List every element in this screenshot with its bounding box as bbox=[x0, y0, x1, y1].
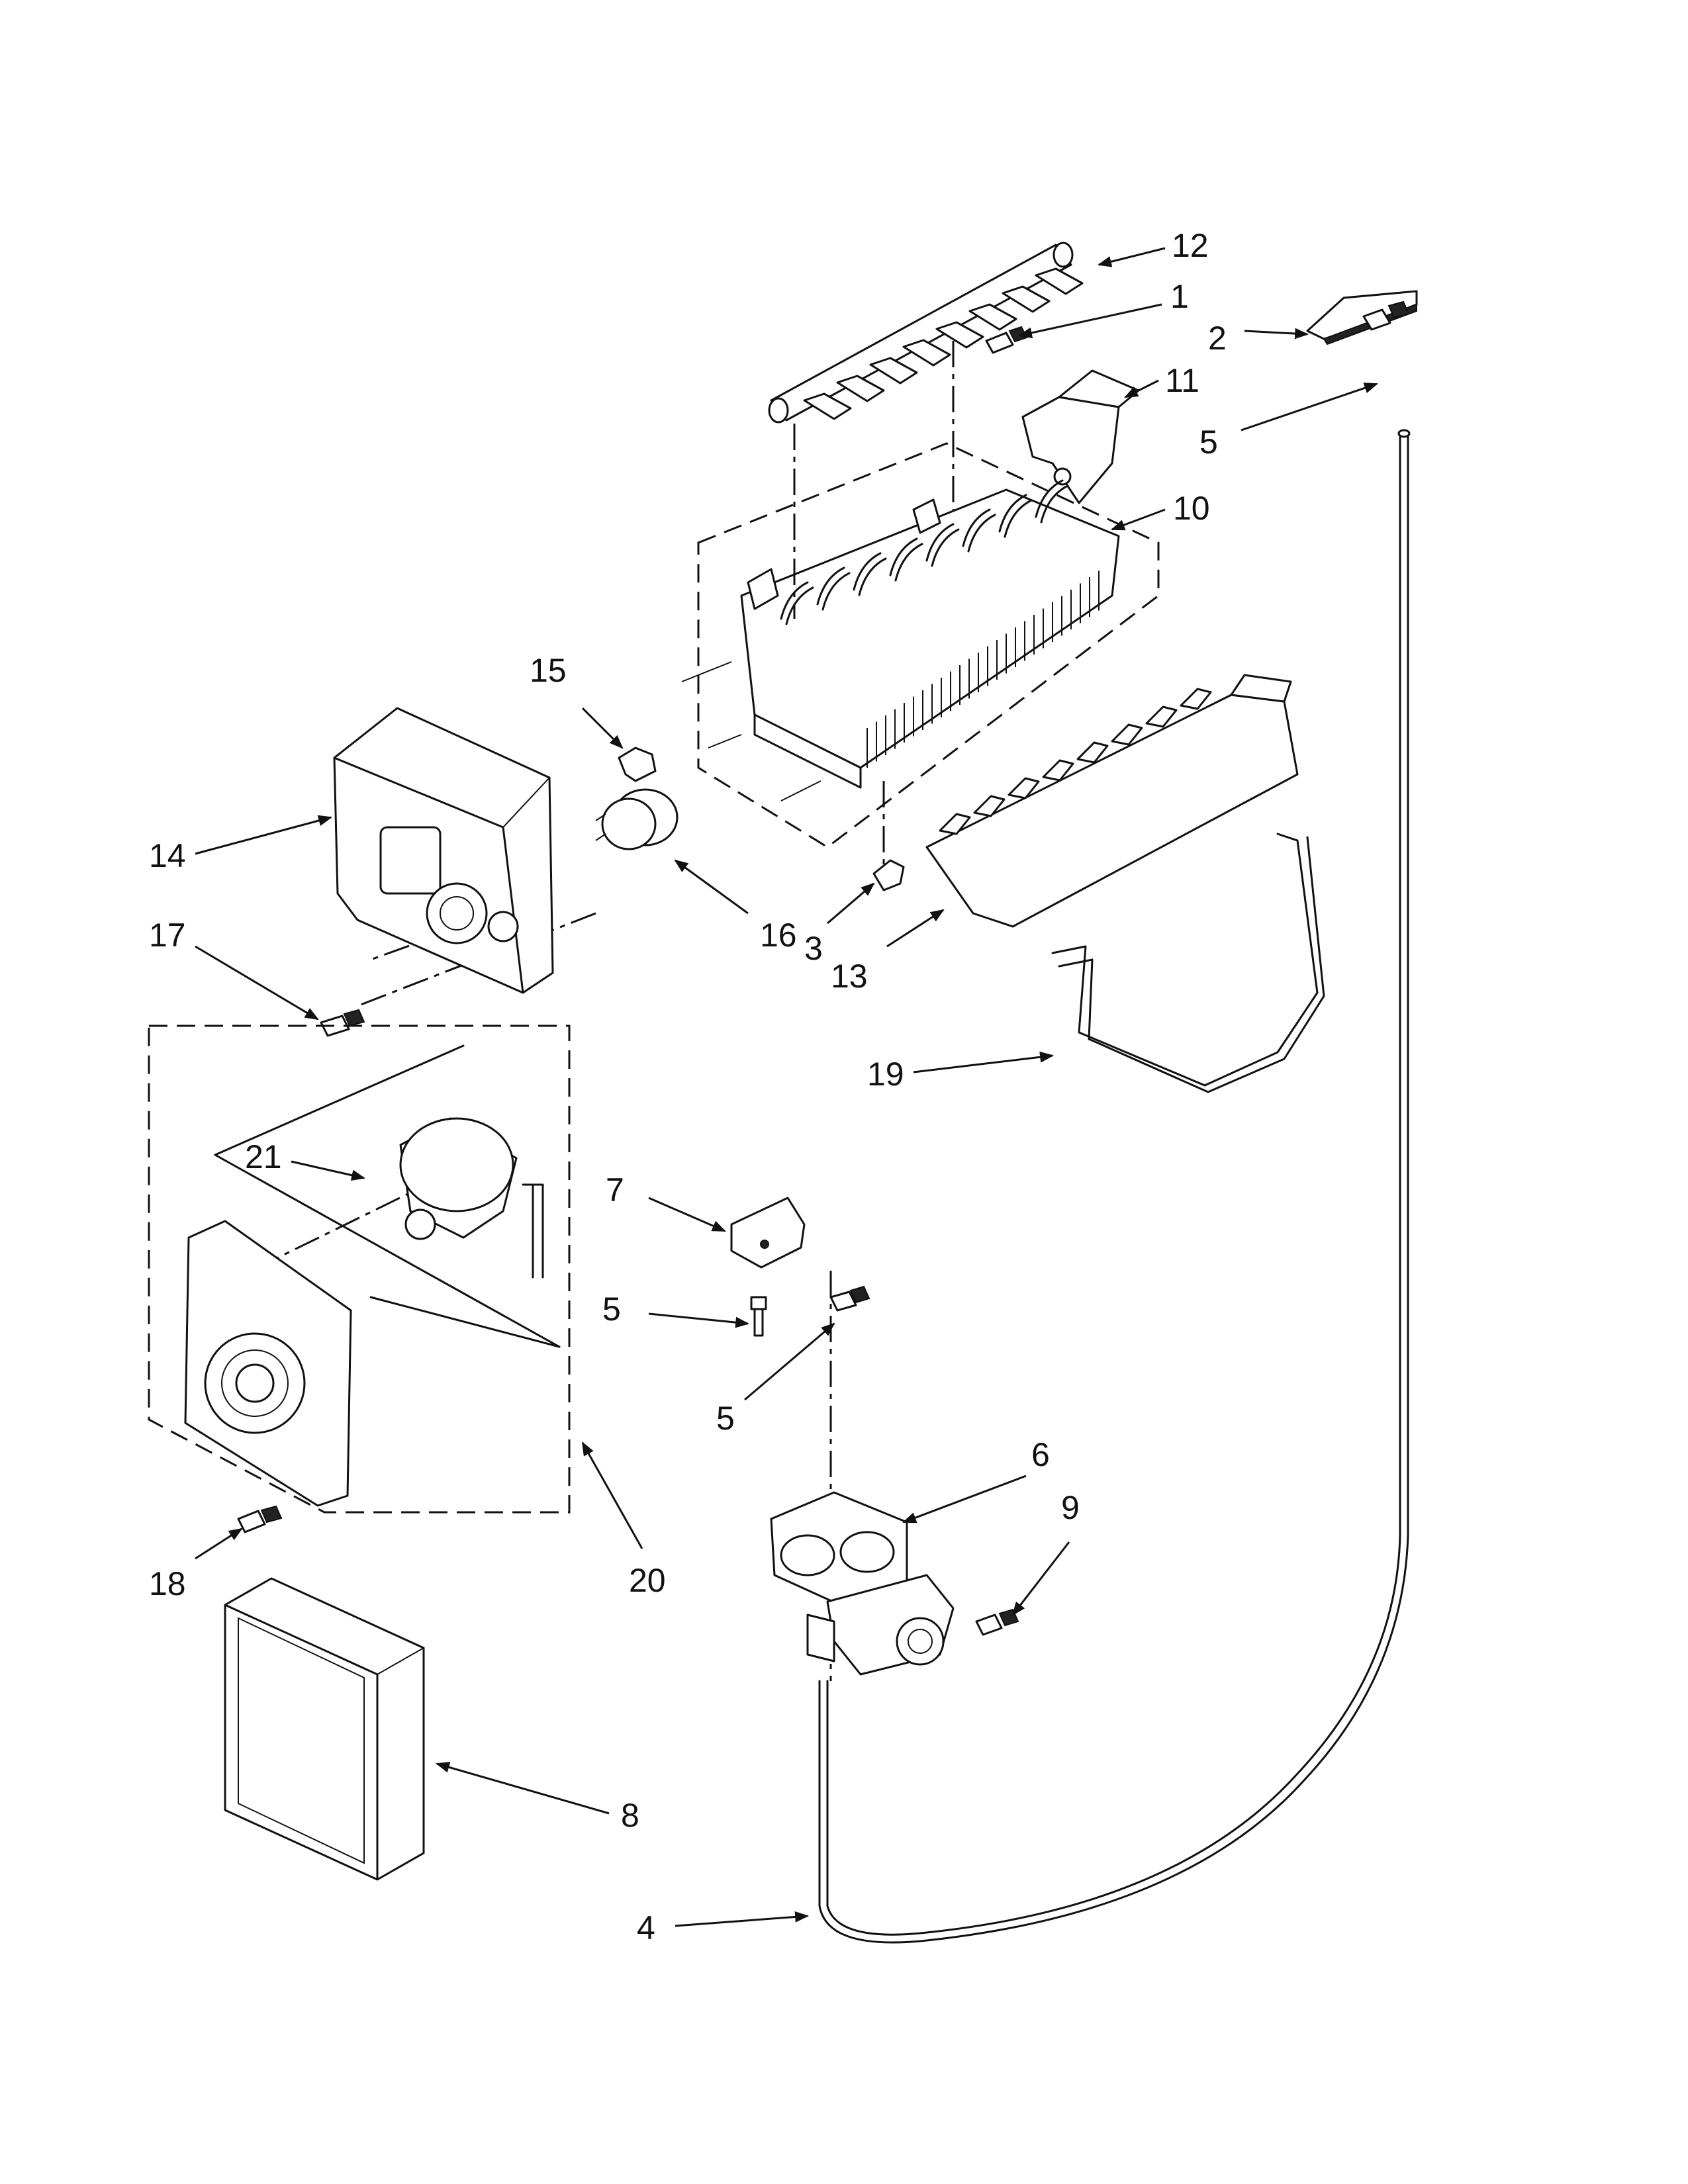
part-9-screw bbox=[975, 1608, 1019, 1636]
callout-14: 14 bbox=[149, 837, 186, 874]
shaft-blade bbox=[935, 321, 984, 349]
stripper-blade bbox=[1042, 759, 1074, 782]
shaft-blade bbox=[1002, 285, 1051, 313]
callout-21: 21 bbox=[245, 1138, 282, 1175]
part-20-motor-assembly bbox=[148, 1024, 571, 1514]
callout-19: 19 bbox=[867, 1056, 904, 1093]
part-3-clip bbox=[872, 859, 905, 891]
part-2-clip bbox=[1306, 290, 1418, 345]
shaft-blade bbox=[836, 375, 885, 402]
part-19-shutoff-arm bbox=[1051, 833, 1325, 1093]
mold-rib bbox=[925, 523, 960, 567]
shaft-blade bbox=[902, 339, 951, 367]
mold-rib bbox=[962, 508, 996, 553]
part-17-screw bbox=[320, 1009, 365, 1037]
part-1-screw bbox=[985, 326, 1028, 354]
callout-3: 3 bbox=[804, 930, 823, 967]
alignment-lines bbox=[264, 341, 955, 1681]
part-18-screw bbox=[237, 1505, 283, 1533]
callout-2: 2 bbox=[1208, 320, 1227, 357]
stripper-blade bbox=[1145, 705, 1178, 728]
callout-10: 10 bbox=[1173, 490, 1210, 527]
shaft-blade bbox=[803, 392, 852, 420]
callout-5-mid: 5 bbox=[602, 1291, 621, 1328]
callout-17: 17 bbox=[149, 917, 186, 954]
stripper-blade bbox=[973, 795, 1006, 817]
mold-rib bbox=[998, 494, 1033, 538]
mold-rib bbox=[816, 567, 851, 611]
leader-lines bbox=[195, 247, 1378, 1927]
callout-9: 9 bbox=[1061, 1489, 1080, 1526]
callout-18: 18 bbox=[149, 1565, 186, 1602]
callout-13: 13 bbox=[831, 958, 868, 995]
callout-20: 20 bbox=[629, 1562, 666, 1599]
part-14-housing bbox=[333, 707, 554, 994]
callout-11: 11 bbox=[1165, 362, 1199, 399]
part-16-thermostat bbox=[595, 788, 679, 850]
callout-15: 15 bbox=[530, 652, 567, 689]
part-6-water-valve bbox=[770, 1491, 955, 1676]
stripper-blade bbox=[1076, 741, 1109, 764]
callout-16: 16 bbox=[760, 917, 797, 954]
callout-labels: 12 1 2 11 5 10 15 14 16 3 13 17 19 21 7 … bbox=[149, 227, 1227, 1946]
part-5-screw-lower-right bbox=[829, 1285, 870, 1312]
callout-5-lower: 5 bbox=[716, 1400, 735, 1437]
stripper-blade bbox=[1008, 777, 1040, 799]
callout-12: 12 bbox=[1172, 227, 1209, 264]
callout-1: 1 bbox=[1170, 278, 1189, 315]
part-21-motor bbox=[399, 1117, 544, 1279]
part-5-screw-upper bbox=[1362, 300, 1410, 331]
callout-8: 8 bbox=[621, 1797, 639, 1834]
part-7-bracket bbox=[730, 1197, 806, 1269]
part-8-cover bbox=[224, 1577, 425, 1881]
part-5-screw-lower-left bbox=[750, 1296, 767, 1337]
callout-4: 4 bbox=[637, 1909, 655, 1946]
callout-5-upper: 5 bbox=[1199, 424, 1218, 461]
shaft-blade bbox=[1035, 267, 1084, 295]
part-4-water-tube bbox=[818, 429, 1411, 1944]
stripper-blade bbox=[1111, 723, 1143, 746]
part-13-stripper bbox=[925, 674, 1299, 928]
shaft-blade bbox=[869, 357, 918, 385]
mold-rib bbox=[1035, 479, 1069, 523]
mold-rib bbox=[780, 581, 814, 625]
part-11-bracket bbox=[1021, 369, 1140, 504]
stripper-blade bbox=[939, 813, 971, 835]
callout-6: 6 bbox=[1031, 1436, 1050, 1473]
part-12-ejector-shaft bbox=[768, 242, 1084, 424]
callout-7: 7 bbox=[606, 1171, 624, 1208]
mold-rib bbox=[889, 537, 923, 582]
part-10-ice-mold bbox=[681, 442, 1160, 848]
mold-rib bbox=[853, 552, 887, 596]
stripper-blade bbox=[1180, 688, 1212, 710]
shaft-blade bbox=[968, 303, 1017, 331]
part-15-clip bbox=[618, 747, 657, 782]
